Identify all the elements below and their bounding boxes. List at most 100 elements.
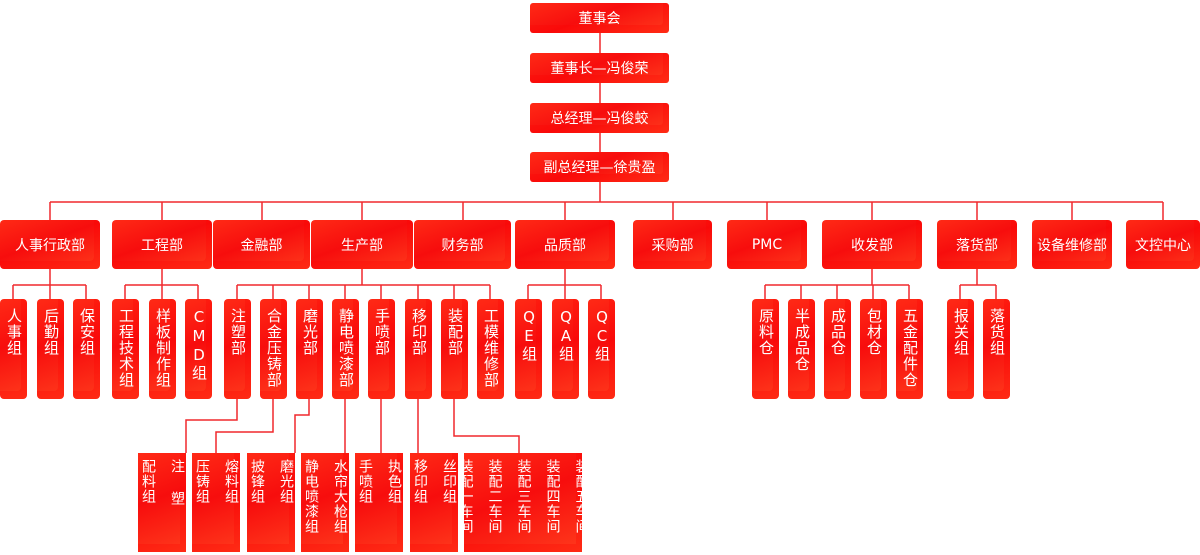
sub-unit-production-2-label: 磨光部 — [301, 308, 319, 356]
department-3-label: 生产部 — [341, 237, 383, 254]
sub-unit-production-3-label: 静电喷漆部 — [337, 308, 355, 388]
top-node-3-label: 副总经理—徐贵盈 — [543, 160, 656, 176]
sub-unit-receiving-4-label: 五金配件仓 — [901, 308, 919, 388]
sub-unit-engineering-2-label: CMD组 — [190, 308, 208, 381]
sub-unit-engineering-1-label: 样板制作组 — [154, 308, 172, 388]
connector-line — [294, 399, 310, 453]
group-label: 丝印组 — [441, 459, 457, 504]
production-group-2[interactable]: 披锋组磨光组 — [247, 453, 295, 552]
sub-unit-production-7-label: 工模维修部 — [482, 308, 500, 388]
sub-unit-production-4-label: 手喷部 — [373, 308, 391, 356]
sub-unit-production-7[interactable]: 工模维修部 — [477, 299, 504, 399]
sub-unit-engineering-2[interactable]: CMD组 — [185, 299, 212, 399]
sub-unit-production-6-label: 装配部 — [446, 308, 464, 356]
sub-unit-quality-1-label: QA组 — [557, 308, 575, 362]
sub-unit-production-5[interactable]: 移印部 — [405, 299, 432, 399]
top-node-1-label: 董事长—冯俊荣 — [550, 61, 649, 77]
sub-unit-production-4[interactable]: 手喷部 — [368, 299, 395, 399]
sub-unit-engineering-0-label: 工程技术组 — [117, 308, 135, 388]
connector-line — [453, 399, 520, 453]
sub-unit-production-2[interactable]: 磨光部 — [296, 299, 323, 399]
sub-unit-hr-1[interactable]: 后勤组 — [37, 299, 64, 399]
department-1[interactable]: 工程部 — [112, 220, 212, 269]
group-label: 装配四车间 — [544, 459, 561, 534]
sub-unit-engineering-0[interactable]: 工程技术组 — [112, 299, 139, 399]
sub-unit-shipping-1-label: 落货组 — [988, 308, 1006, 356]
sub-unit-quality-2-label: QC组 — [593, 308, 611, 362]
connector-line — [185, 399, 238, 453]
production-group-3[interactable]: 静电喷漆组水帘大枪组 — [301, 453, 349, 552]
department-7[interactable]: PMC — [727, 220, 807, 269]
sub-unit-quality-1[interactable]: QA组 — [552, 299, 579, 399]
group-label: 装配二车间 — [486, 459, 503, 534]
group-label: 熔料组 — [223, 459, 239, 504]
sub-unit-production-0-label: 注塑部 — [229, 308, 247, 356]
department-4[interactable]: 财务部 — [414, 220, 511, 269]
sub-unit-receiving-1-label: 半成品仓 — [793, 308, 811, 372]
sub-unit-quality-0-label: QE组 — [520, 308, 538, 362]
group-label: 磨光组 — [278, 459, 294, 504]
group-label: 装配一车间 — [457, 459, 474, 534]
department-3[interactable]: 生产部 — [311, 220, 413, 269]
department-8[interactable]: 收发部 — [822, 220, 922, 269]
department-1-label: 工程部 — [141, 237, 183, 254]
production-group-0[interactable]: 配料组注 塑 — [138, 453, 186, 552]
group-label: 静电喷漆组 — [303, 459, 319, 534]
group-label: 披锋组 — [249, 459, 265, 504]
top-node-3[interactable]: 副总经理—徐贵盈 — [530, 152, 669, 182]
top-node-1[interactable]: 董事长—冯俊荣 — [530, 53, 669, 83]
sub-unit-receiving-1[interactable]: 半成品仓 — [788, 299, 815, 399]
department-0-label: 人事行政部 — [15, 237, 85, 254]
sub-unit-production-1[interactable]: 合金压铸部 — [260, 299, 287, 399]
production-group-6[interactable]: 装配一车间装配二车间装配三车间装配四车间装配五车间 — [458, 453, 590, 552]
sub-unit-hr-2[interactable]: 保安组 — [73, 299, 100, 399]
department-6[interactable]: 采购部 — [633, 220, 712, 269]
department-9[interactable]: 落货部 — [937, 220, 1017, 269]
sub-unit-hr-0-label: 人事组 — [5, 308, 23, 356]
department-2[interactable]: 金融部 — [213, 220, 310, 269]
sub-unit-production-0[interactable]: 注塑部 — [224, 299, 251, 399]
department-11-label: 文控中心 — [1135, 237, 1191, 254]
sub-unit-production-3[interactable]: 静电喷漆部 — [332, 299, 359, 399]
department-5[interactable]: 品质部 — [515, 220, 615, 269]
group-label: 手喷组 — [357, 459, 373, 504]
sub-unit-receiving-3[interactable]: 包材仓 — [860, 299, 887, 399]
group-label: 装配三车间 — [515, 459, 532, 534]
sub-unit-receiving-3-label: 包材仓 — [865, 308, 883, 356]
sub-unit-quality-0[interactable]: QE组 — [515, 299, 542, 399]
group-label: 配料组 — [140, 459, 156, 504]
sub-unit-receiving-4[interactable]: 五金配件仓 — [896, 299, 923, 399]
sub-unit-engineering-1[interactable]: 样板制作组 — [149, 299, 176, 399]
production-group-5[interactable]: 移印组丝印组 — [410, 453, 458, 552]
group-label: 执色组 — [386, 459, 402, 504]
sub-unit-hr-2-label: 保安组 — [78, 308, 96, 356]
group-label: 移印组 — [412, 459, 428, 504]
department-2-label: 金融部 — [240, 237, 283, 254]
top-node-2[interactable]: 总经理—冯俊蛟 — [530, 103, 669, 133]
top-node-0-label: 董事会 — [578, 11, 621, 27]
department-6-label: 采购部 — [651, 237, 694, 254]
department-11[interactable]: 文控中心 — [1126, 220, 1200, 269]
production-group-4[interactable]: 手喷组执色组 — [355, 453, 403, 552]
top-node-0[interactable]: 董事会 — [530, 3, 669, 33]
connector-line — [215, 399, 274, 453]
sub-unit-quality-2[interactable]: QC组 — [588, 299, 615, 399]
sub-unit-receiving-2[interactable]: 成品仓 — [824, 299, 851, 399]
department-10[interactable]: 设备维修部 — [1032, 220, 1112, 269]
sub-unit-receiving-0[interactable]: 原料仓 — [752, 299, 779, 399]
group-label: 装配五车间 — [573, 459, 590, 534]
sub-unit-production-6[interactable]: 装配部 — [441, 299, 468, 399]
department-7-label: PMC — [751, 236, 783, 253]
sub-unit-shipping-0-label: 报关组 — [952, 308, 970, 356]
sub-unit-hr-0[interactable]: 人事组 — [0, 299, 27, 399]
group-label: 水帘大枪组 — [332, 459, 348, 534]
sub-unit-shipping-0[interactable]: 报关组 — [947, 299, 974, 399]
group-label: 注 塑 — [169, 459, 185, 506]
top-node-2-label: 总经理—冯俊蛟 — [550, 111, 649, 127]
production-group-1[interactable]: 压铸组熔料组 — [192, 453, 240, 552]
sub-unit-shipping-1[interactable]: 落货组 — [983, 299, 1010, 399]
sub-unit-receiving-2-label: 成品仓 — [829, 308, 847, 356]
department-0[interactable]: 人事行政部 — [0, 220, 100, 269]
